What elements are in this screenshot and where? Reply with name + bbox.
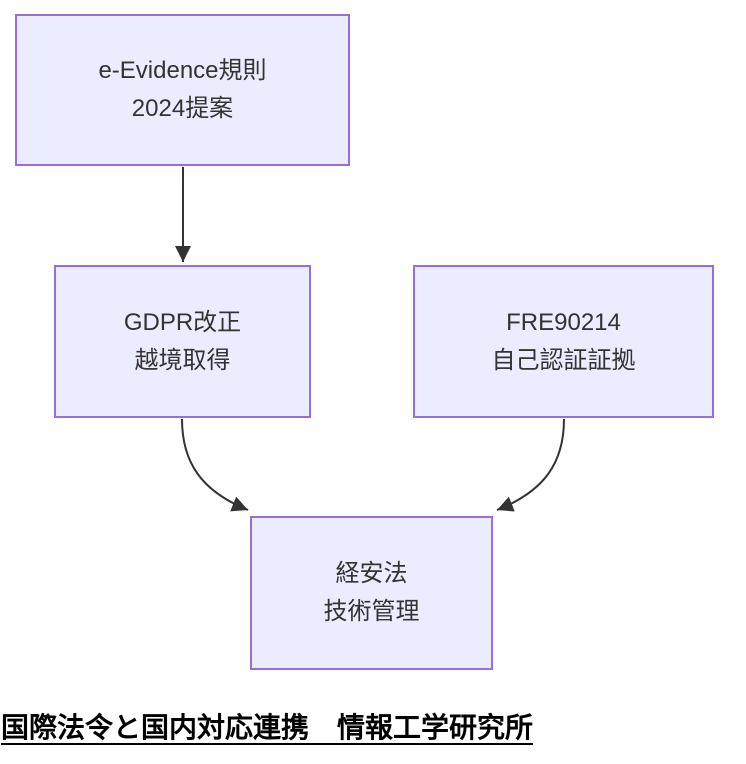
edge-fre-to-keian bbox=[496, 418, 565, 512]
node-e-evidence-2024-line1: e-Evidence規則 bbox=[98, 57, 267, 84]
node-keianhou-line1: 経安法 bbox=[335, 560, 408, 587]
node-gdpr-kaisei-line1: GDPR改正 bbox=[123, 308, 242, 336]
node-fre90214-line2: 自己認証証拠 bbox=[491, 346, 636, 374]
node-e-evidence-2024-line2: 2024提案 bbox=[131, 95, 234, 122]
node-keianhou-line2: 技術管理 bbox=[323, 598, 420, 625]
node-fre90214: FRE90214 自己認証証拠 bbox=[413, 265, 714, 418]
diagram-title: 国際法令と国内対応連携 情報工学研究所 bbox=[1, 712, 534, 743]
node-e-evidence-2024: e-Evidence規則 2024提案 bbox=[15, 14, 350, 166]
node-keianhou: 経安法 技術管理 bbox=[250, 516, 493, 670]
edge-gdpr-to-keian bbox=[181, 418, 249, 512]
node-gdpr-kaisei: GDPR改正 越境取得 bbox=[54, 265, 311, 418]
node-fre90214-line1: FRE90214 bbox=[506, 308, 621, 336]
node-gdpr-kaisei-line2: 越境取得 bbox=[134, 346, 231, 374]
